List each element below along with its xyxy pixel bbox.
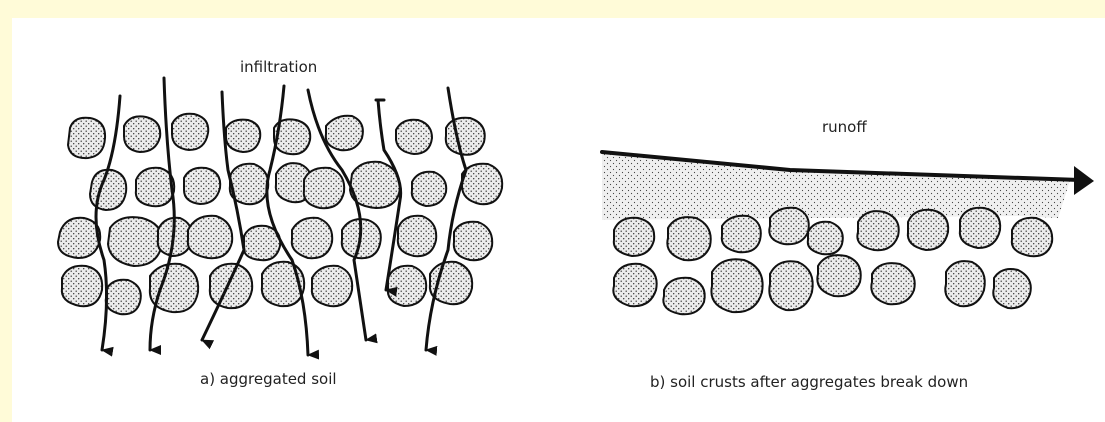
- panel-a-aggregates: [58, 114, 502, 315]
- runoff-arrowhead: [1074, 166, 1094, 195]
- crust-layer: [602, 152, 1070, 220]
- caption-b: b) soil crusts after aggregates break do…: [650, 373, 968, 391]
- panel-b-aggregates: [613, 208, 1052, 315]
- caption-a: a) aggregated soil: [200, 370, 337, 388]
- runoff-label: runoff: [822, 118, 867, 136]
- infiltration-label: infiltration: [240, 58, 317, 76]
